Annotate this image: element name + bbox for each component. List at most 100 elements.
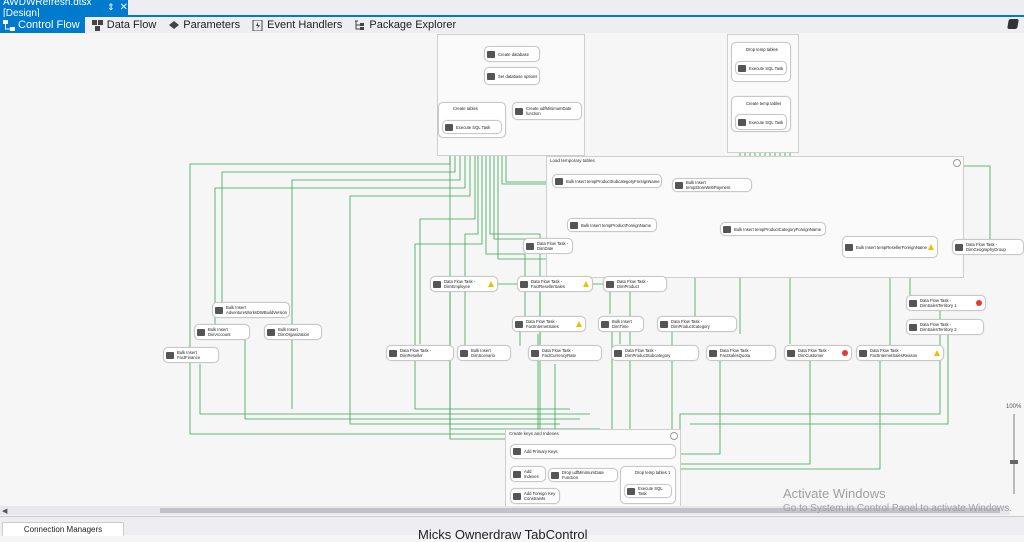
data-flow-task-icon <box>709 349 717 357</box>
close-icon[interactable]: ✕ <box>119 2 128 13</box>
execute-sql-icon <box>487 50 495 58</box>
horizontal-scrollbar[interactable]: ◀ <box>0 506 1010 515</box>
warning-icon <box>488 281 494 287</box>
task-dft-factcurrencyrate[interactable]: Data Flow Task - FactCurrencyRate <box>528 345 602 361</box>
task-bulk-reseller-foreign[interactable]: Bulk Insert tempResellerForeignName <box>842 236 938 258</box>
execute-sql-icon <box>513 492 521 500</box>
data-flow-task-icon <box>389 349 397 357</box>
watermark-line2: Go to System in Control Panel to activat… <box>783 503 1012 514</box>
task-bulk-adventure-works-dw-build[interactable]: Bulk Insert AdventureWorksDWBuildVersion <box>212 302 290 318</box>
task-dft-factinternetsales[interactable]: Data Flow Task - FactInternetSales <box>512 316 586 332</box>
pin-icon[interactable]: ⇕ <box>107 2 115 12</box>
bulk-insert-icon <box>675 181 683 189</box>
event-handlers-icon <box>252 19 263 31</box>
tab-package-explorer-label: Package Explorer <box>369 19 457 31</box>
task-execute-sql-task-3[interactable]: Execute SQL Task <box>735 114 787 130</box>
container-title: Load temporary tables <box>550 158 595 163</box>
task-dft-dimsalesterritory-a[interactable]: Data Flow Task - DimSalesTerritory 1 <box>906 295 986 311</box>
task-bulk-prod-subcat[interactable]: Bulk Insert tempProductSubcategoryForeig… <box>552 174 662 188</box>
task-create-udf[interactable]: Create udfMinimumDate function <box>512 102 582 120</box>
execute-sql-icon <box>445 123 453 131</box>
document-tab-title: AWDWRefresh.dtsx [Design] <box>3 0 92 19</box>
task-dft-dimcustomer[interactable]: Data Flow Task - DimCustomer <box>784 345 852 361</box>
execute-sql-icon <box>738 118 746 126</box>
tab-parameters-label: Parameters <box>183 19 241 31</box>
tab-event-handlers-label: Event Handlers <box>267 19 343 31</box>
warning-icon <box>576 321 582 327</box>
task-bulk-dimtime[interactable]: Bulk Insert DimTime <box>598 316 644 332</box>
scrollbar-thumb[interactable] <box>160 508 1000 513</box>
task-bulk-prod-cat-foreign[interactable]: Bulk Insert tempProductCategoryForeignNa… <box>720 222 826 236</box>
tab-control-flow[interactable]: Control Flow <box>0 17 85 33</box>
zoom-level: 100% <box>1006 404 1022 410</box>
tab-parameters[interactable]: Parameters <box>165 17 245 33</box>
task-bulk-product-foreign[interactable]: Bulk Insert tempProductForeignName <box>567 218 657 232</box>
task-create-database[interactable]: Create database <box>484 46 540 62</box>
zoom-slider[interactable]: 100% <box>1006 404 1022 504</box>
task-add-primary-keys[interactable]: Add Primary Keys <box>510 444 676 459</box>
task-dft-dimproductcategory[interactable]: Data Flow Task - DimProductCategory <box>657 316 737 332</box>
task-dft-dimreseller[interactable]: Data Flow Task - DimReseller <box>386 345 454 361</box>
task-add-foreign-key[interactable]: Add Foreign Key Constraints <box>510 488 560 504</box>
task-execute-sql-task-1[interactable]: Execute SQL Task <box>442 120 502 134</box>
bulk-insert-icon <box>555 177 563 185</box>
document-tab-strip: AWDWRefresh.dtsx [Design] ⇕ ✕ <box>0 0 1024 19</box>
data-flow-task-icon <box>515 320 523 328</box>
tab-package-explorer[interactable]: Package Explorer <box>351 17 461 33</box>
tab-data-flow-label: Data Flow <box>106 19 157 31</box>
data-flow-task-icon <box>909 299 917 307</box>
scroll-left-icon[interactable]: ◀ <box>2 508 8 515</box>
control-flow-canvas[interactable]: Load temporary tables Create keys and In… <box>0 34 1024 516</box>
data-flow-task-icon <box>606 280 614 288</box>
task-dft-dimproduct[interactable]: Data Flow Task - DimProduct <box>603 276 667 292</box>
task-dft-factresellersales[interactable]: Data Flow Task - FactResellerSales <box>517 276 593 292</box>
task-set-database-options[interactable]: Set database options <box>484 67 540 85</box>
zoom-knob[interactable] <box>1010 460 1018 464</box>
data-flow-task-icon <box>614 349 622 357</box>
ssis-toolbox-icon[interactable] <box>1007 19 1019 29</box>
warning-icon <box>928 244 934 250</box>
error-icon <box>976 300 982 306</box>
data-flow-task-icon <box>859 349 867 357</box>
bulk-insert-icon <box>166 351 174 359</box>
task-add-indexes[interactable]: Add Indexes <box>510 466 546 482</box>
data-flow-task-icon <box>433 280 441 288</box>
tab-control-flow-label: Control Flow <box>18 19 80 31</box>
bulk-insert-icon <box>460 349 468 357</box>
tab-event-handlers[interactable]: Event Handlers <box>249 17 347 33</box>
micks-tab-control-label: Micks Ownerdraw TabControl <box>418 527 588 542</box>
task-execute-sql-task-4[interactable]: Execute SQL Task <box>624 484 672 498</box>
designer-tab-bar: Control Flow Data Flow Parameters Event … <box>0 17 1024 33</box>
connection-managers-area: Connection Managers Micks Ownerdraw TabC… <box>0 516 1024 542</box>
watermark-line1: Activate Windows <box>783 486 886 501</box>
data-flow-task-icon <box>660 320 668 328</box>
task-bulk-factfinance[interactable]: Bulk Insert FactFinance <box>163 347 219 363</box>
execute-sql-icon <box>738 64 746 72</box>
task-bulk-store-email[interactable]: Bulk Insert tempStoreWebPayment <box>672 178 752 192</box>
task-dft-factinternetsalesreason[interactable]: Data Flow Task - FactInternetSalesReason <box>856 345 944 361</box>
data-flow-task-icon <box>526 242 534 250</box>
task-drop-udf[interactable]: Drop udfMinimumDate Function <box>548 468 618 482</box>
task-dft-dimdate[interactable]: Data Flow Task - DimDate <box>523 238 573 254</box>
task-execute-sql-task-2[interactable]: Execute SQL Task <box>735 61 787 75</box>
bulk-insert-icon <box>845 243 853 251</box>
task-bulk-dimorganization[interactable]: Bulk Insert DimOrganization <box>264 324 322 340</box>
task-dft-dimgeography[interactable]: Data Flow Task - DimGeographyGroup <box>952 239 1024 255</box>
tab-connection-managers[interactable]: Connection Managers <box>2 522 124 536</box>
data-flow-task-icon <box>531 349 539 357</box>
data-flow-task-icon <box>787 349 795 357</box>
document-tab-awdwrefresh[interactable]: AWDWRefresh.dtsx [Design] ⇕ ✕ <box>0 0 128 19</box>
tab-data-flow[interactable]: Data Flow <box>89 17 162 33</box>
task-dft-dimproductsubcategory[interactable]: Data Flow Task - DimProductSubcategory <box>611 345 699 361</box>
task-dft-dimsalesterritory-b[interactable]: Data Flow Task - DimSalesTerritory 2 <box>906 319 984 335</box>
collapse-icon[interactable] <box>670 432 678 440</box>
execute-sql-icon <box>513 470 521 478</box>
bulk-insert-icon <box>723 225 731 233</box>
task-dft-dimemployee[interactable]: Data Flow Task - DimEmployee <box>430 276 498 292</box>
collapse-icon[interactable] <box>953 159 961 167</box>
task-bulk-dimscenario[interactable]: Bulk Insert DimScenario <box>457 345 511 361</box>
task-bulk-dimaccount[interactable]: Bulk Insert DimAccount <box>194 324 250 340</box>
package-explorer-icon <box>355 20 365 30</box>
task-dft-factsalesquota[interactable]: Data Flow Task - FactSalesQuota <box>706 345 776 361</box>
zoom-track[interactable] <box>1013 414 1015 494</box>
